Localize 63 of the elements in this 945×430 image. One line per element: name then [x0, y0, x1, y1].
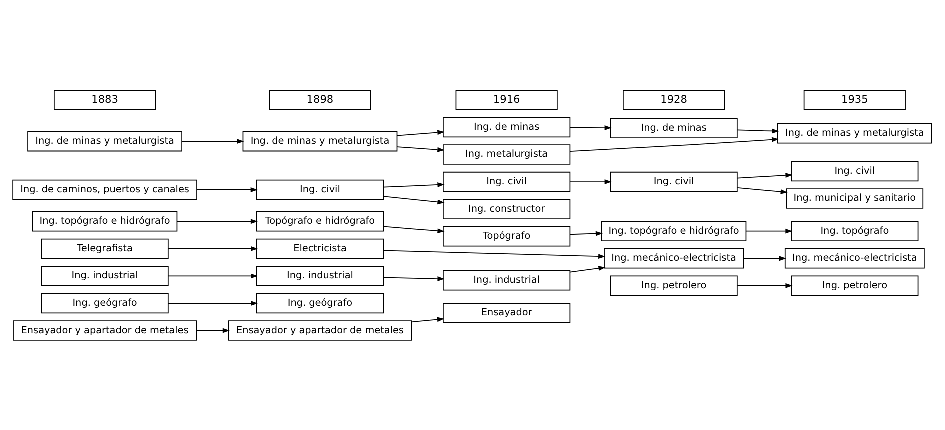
node-box: Ing. mecánico-electricista — [784, 248, 925, 268]
node-box: Ensayador y apartador de metales — [228, 320, 412, 340]
node-box: Ing. de minas — [610, 118, 738, 138]
arrow — [383, 250, 606, 259]
arrow — [196, 328, 230, 333]
node-box: Ing. topógrafo e hidrógrafo — [32, 211, 178, 232]
arrow — [743, 256, 787, 261]
node-box: Ing. geógrafo — [41, 292, 169, 314]
node-box: Telegrafista — [41, 238, 169, 259]
node-box: 1883 — [54, 90, 156, 110]
arrow — [737, 186, 788, 194]
arrow — [737, 282, 793, 288]
node-box: Ing. de minas y metalurgista — [777, 123, 932, 144]
node-box: Ing. constructor — [443, 198, 571, 219]
node-box: Ing. petrolero — [791, 275, 919, 296]
node-box: Ing. mecánico-electricista — [604, 248, 744, 268]
node-box: 1916 — [456, 90, 558, 110]
node-box: Ing. civil — [256, 179, 384, 200]
node-box: Topógrafo e hidrógrafo — [256, 211, 384, 232]
node-box: Ing. topógrafo e hidrógrafo — [601, 220, 747, 241]
node-box: Ing. geógrafo — [256, 292, 384, 314]
arrow — [737, 128, 780, 134]
node-box: Ing. de minas y metalurgista — [28, 130, 182, 152]
node-box: Ing. topógrafo — [791, 220, 919, 241]
node-box: Topógrafo — [443, 226, 571, 246]
node-box: Ensayador — [443, 302, 571, 323]
node-box: Ing. de minas y metalurgista — [242, 130, 398, 152]
node-box: Ing. de caminos, puertos y canales — [12, 179, 198, 200]
arrow — [168, 300, 258, 306]
arrow — [176, 218, 258, 224]
arrow — [383, 226, 445, 234]
node-box: Ing. industrial — [41, 266, 169, 286]
node-box: Ing. de minas — [443, 116, 571, 138]
arrow — [396, 130, 445, 136]
node-box: Ing. petrolero — [610, 275, 738, 296]
node-box: Ing. metalurgista — [443, 144, 571, 164]
arrow — [570, 266, 606, 272]
arrow — [411, 316, 445, 322]
node-box: Ensayador y apartador de metales — [13, 320, 198, 340]
arrow — [570, 230, 603, 236]
arrow — [168, 246, 258, 251]
node-box: Ing. civil — [443, 171, 571, 192]
node-box: Ing. civil — [791, 160, 919, 182]
arrow — [737, 172, 793, 178]
arrow — [383, 276, 445, 281]
arrow — [383, 182, 445, 188]
arrow — [196, 187, 258, 192]
arrow — [396, 146, 445, 152]
node-box: 1935 — [804, 90, 906, 110]
node-box: Ing. industrial — [443, 270, 571, 290]
node-box: Ing. industrial — [256, 266, 384, 286]
arrow — [182, 138, 244, 144]
node-box: Ing. municipal y sanitario — [786, 188, 924, 208]
node-box: 1928 — [623, 90, 726, 110]
arrow — [570, 136, 780, 152]
arrow — [746, 228, 793, 234]
node-box: Ing. civil — [610, 171, 738, 192]
arrow — [383, 196, 445, 204]
node-box: Electricista — [256, 238, 384, 259]
node-box: 1898 — [269, 90, 372, 110]
arrow — [168, 273, 258, 278]
arrow — [570, 125, 612, 130]
arrow — [570, 179, 612, 184]
